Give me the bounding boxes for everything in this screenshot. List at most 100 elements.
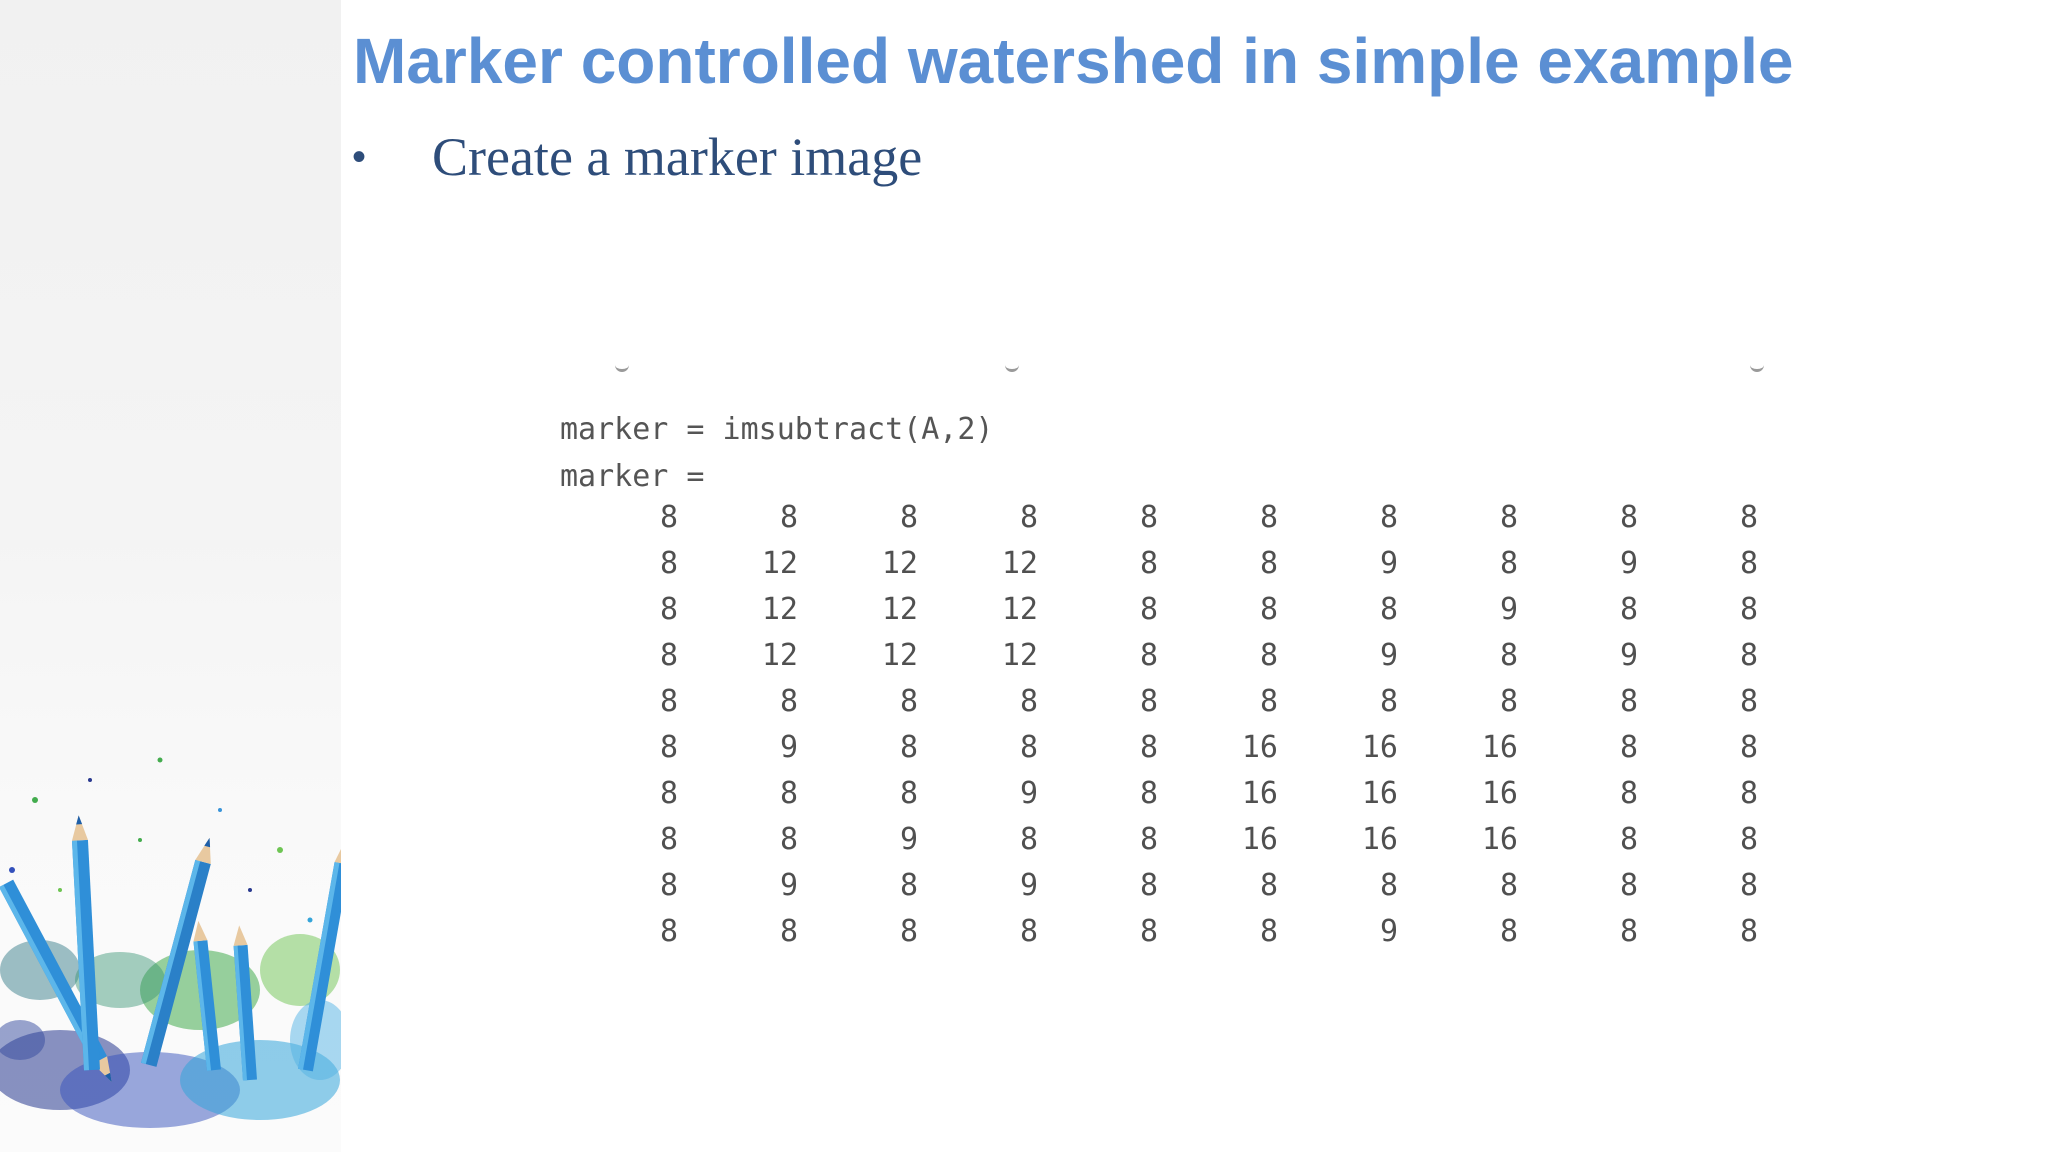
matrix-cell: 8 <box>659 684 678 719</box>
matrix-cell: 8 <box>1139 776 1158 811</box>
matrix-cell: 12 <box>881 592 918 627</box>
matrix-cell: 8 <box>1619 776 1638 811</box>
matrix-cell: 12 <box>1001 638 1038 673</box>
matrix-cell: 9 <box>1019 776 1038 811</box>
matrix-cell: 9 <box>1619 638 1638 673</box>
matrix-cell: 8 <box>1499 546 1518 581</box>
matrix-cell: 8 <box>779 822 798 857</box>
matrix-cell: 8 <box>1619 914 1638 949</box>
matrix-cell: 8 <box>899 500 918 535</box>
matrix-cell: 8 <box>659 776 678 811</box>
matrix-cell: 8 <box>659 730 678 765</box>
matrix-cell: 9 <box>1019 868 1038 903</box>
decorative-side-panel <box>0 0 341 1152</box>
matrix-cell: 8 <box>1019 914 1038 949</box>
matrix-cell: 8 <box>1619 500 1638 535</box>
matrix-cell: 8 <box>659 914 678 949</box>
matrix-cell: 8 <box>1019 822 1038 857</box>
matrix-cell: 16 <box>1481 776 1518 811</box>
matrix-cell: 8 <box>1139 730 1158 765</box>
matrix-cell: 8 <box>1259 868 1278 903</box>
console-command: marker = imsubtract(A,2) <box>560 412 994 447</box>
matrix-cell: 8 <box>1739 730 1758 765</box>
matrix-cell: 8 <box>659 500 678 535</box>
matrix-cell: 8 <box>1739 822 1758 857</box>
matrix-cell: 8 <box>1499 684 1518 719</box>
matrix-cell: 9 <box>779 868 798 903</box>
matrix-cell: 8 <box>1619 868 1638 903</box>
matrix-cell: 8 <box>1139 546 1158 581</box>
matrix-cell: 16 <box>1361 730 1398 765</box>
matrix-cell: 9 <box>1379 546 1398 581</box>
matrix-cell: 8 <box>1139 684 1158 719</box>
matrix-cell: 12 <box>761 638 798 673</box>
matrix-row: 8 8 8 8 8 8 8 8 8 8 <box>540 679 1790 725</box>
matrix-cell: 8 <box>659 822 678 857</box>
matrix-cell: 8 <box>1259 638 1278 673</box>
matrix-cell: 12 <box>761 592 798 627</box>
matrix-cell: 16 <box>1241 730 1278 765</box>
matrix-cell: 8 <box>1019 500 1038 535</box>
matrix-cell: 8 <box>899 868 918 903</box>
matrix-cell: 8 <box>1139 500 1158 535</box>
matrix-cell: 8 <box>1139 822 1158 857</box>
matrix-cell: 8 <box>779 776 798 811</box>
matrix-cell: 8 <box>1379 868 1398 903</box>
matrix-cell: 8 <box>1499 500 1518 535</box>
matrix-cell: 8 <box>1139 914 1158 949</box>
matrix-cell: 8 <box>1739 776 1758 811</box>
matrix-cell: 8 <box>1019 684 1038 719</box>
colored-pencils-image <box>0 757 341 1128</box>
matrix-cell: 16 <box>1241 822 1278 857</box>
bullet-marker: • <box>352 135 367 179</box>
matrix-cell: 8 <box>779 500 798 535</box>
matrix-cell: 8 <box>1619 684 1638 719</box>
matrix-cell: 8 <box>899 684 918 719</box>
matrix-cell: 8 <box>1139 592 1158 627</box>
matrix-cell: 8 <box>659 592 678 627</box>
matrix-cell: 9 <box>779 730 798 765</box>
matrix-cell: 8 <box>659 546 678 581</box>
matrix-cell: 8 <box>1139 638 1158 673</box>
matrix-cell: 8 <box>1259 684 1278 719</box>
matrix-cell: 8 <box>1499 638 1518 673</box>
console-output-label: marker = <box>560 459 705 494</box>
matrix-cell: 16 <box>1361 776 1398 811</box>
matrix-cell: 8 <box>1499 914 1518 949</box>
matrix-cell: 9 <box>899 822 918 857</box>
matrix-cell: 8 <box>1739 684 1758 719</box>
cropped-previous-line <box>540 365 1790 377</box>
bullet-text: Create a marker image <box>432 127 923 187</box>
matrix-cell: 9 <box>1379 914 1398 949</box>
matrix-cell: 8 <box>1379 592 1398 627</box>
matrix-cell: 8 <box>779 684 798 719</box>
matrix-cell: 8 <box>1499 868 1518 903</box>
matrix-cell: 12 <box>761 546 798 581</box>
matrix-cell: 8 <box>1739 914 1758 949</box>
pencil-shavings <box>0 757 341 1128</box>
matrix-cell: 8 <box>1739 592 1758 627</box>
matrix-cell: 8 <box>659 638 678 673</box>
matrix-cell: 8 <box>1259 546 1278 581</box>
matrix-cell: 8 <box>1619 822 1638 857</box>
matrix-cell: 8 <box>1739 546 1758 581</box>
matrix-cell: 9 <box>1619 546 1638 581</box>
matrix-cell: 8 <box>1379 500 1398 535</box>
matrix-cell: 12 <box>1001 546 1038 581</box>
matrix-cell: 8 <box>1379 684 1398 719</box>
matrix-cell: 8 <box>1139 868 1158 903</box>
matrix-cell: 9 <box>1499 592 1518 627</box>
matrix-cell: 16 <box>1481 730 1518 765</box>
matrix-cell: 8 <box>899 776 918 811</box>
